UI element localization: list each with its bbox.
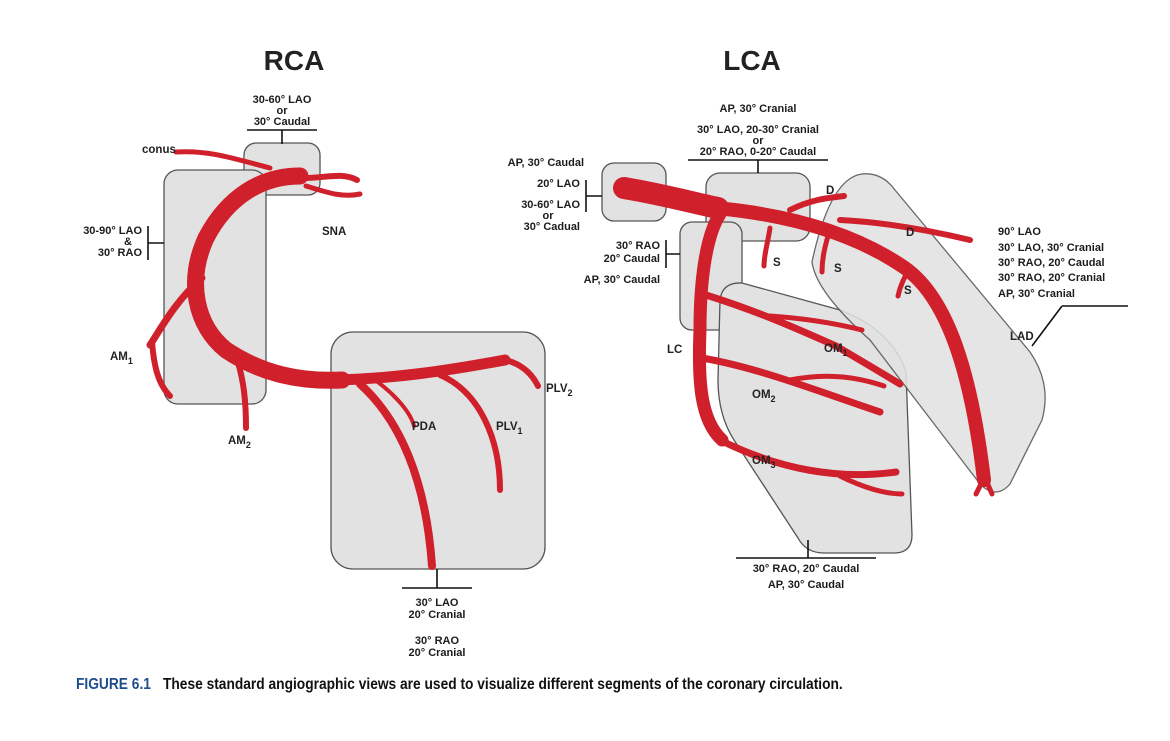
plv1-label: PLV1 <box>496 421 523 436</box>
om2-sub-branch <box>787 373 887 389</box>
lca-view-left-line1: AP, 30° Caudal <box>508 157 584 169</box>
rca-view-top: 30-60° LAO or 30° Caudal <box>247 94 317 144</box>
lca-view-right-line3: 30° RAO, 20° Caudal <box>998 257 1105 269</box>
pda-side-branch <box>370 376 416 428</box>
d2-branch <box>837 217 973 243</box>
figure-caption: FIGURE 6.1 These standard angiographic vi… <box>76 676 988 694</box>
am1-branch-tip <box>149 339 173 399</box>
om3-branch <box>716 436 900 479</box>
lc-label: LC <box>667 344 682 356</box>
rca-view-bottom-2-line2: 20° Cranial <box>409 647 466 659</box>
plv2-label: PLV2 <box>546 383 573 398</box>
om1-branch <box>702 291 904 388</box>
s3-branch <box>895 265 913 299</box>
rca-view-bottom-1-line2: 20° Cranial <box>409 609 466 621</box>
lca-view-right-line4: 30° RAO, 20° Cranial <box>998 272 1105 284</box>
conus-label: conus <box>142 144 176 156</box>
rca-view-left-line2: & <box>124 236 132 248</box>
lca-view-top: AP, 30° Cranial 30° LAO, 20-30° Cranial … <box>688 103 828 173</box>
lca-view-left-line4: or <box>543 210 555 222</box>
om3-label: OM3 <box>752 455 776 470</box>
s2-label: S <box>834 263 842 275</box>
om3-sub-branch <box>837 473 905 497</box>
figure-caption-text: These standard angiographic views are us… <box>162 676 843 693</box>
lca-view-mid-left: 30° RAO 20° Caudal AP, 30° Caudal <box>584 240 680 286</box>
lad-vessel <box>709 201 991 487</box>
pda-label: PDA <box>412 421 436 433</box>
om1-label: OM1 <box>824 343 848 358</box>
lca-view-mid-line3: AP, 30° Caudal <box>584 274 660 286</box>
lad-tip <box>973 475 995 497</box>
rca-view-top-line1: 30-60° LAO <box>253 94 312 106</box>
lca-view-right-line1: 90° LAO <box>998 226 1041 238</box>
lca-view-mid-line2: 20° Caudal <box>604 253 660 265</box>
lca-view-bottom: 30° RAO, 20° Caudal AP, 30° Caudal <box>736 540 876 591</box>
rca-vessel-tree <box>146 149 541 570</box>
lca-title: LCA <box>723 45 781 76</box>
am2-label: AM2 <box>228 435 251 450</box>
rca-distal-view-box <box>330 331 546 570</box>
lcx-vessel <box>692 207 729 447</box>
lca-view-right-line5: AP, 30° Cranial <box>998 288 1075 300</box>
rca-view-left: 30-90° LAO & 30° RAO <box>83 225 164 260</box>
d1-branch <box>787 193 847 213</box>
pda-branch <box>356 380 436 570</box>
s3-label: S <box>904 285 912 297</box>
rca-distal-trunk <box>334 354 511 386</box>
rca-title: RCA <box>264 45 325 76</box>
lca-view-top-line1: AP, 30° Cranial <box>720 103 797 115</box>
rca-view-bottom-1-line1: 30° LAO <box>416 597 459 609</box>
rca-view-bottom-2-line1: 30° RAO <box>415 635 460 647</box>
rca-proximal-view-box <box>163 169 267 405</box>
lca-view-left-line5: 30° Cadual <box>524 221 580 233</box>
om1-sub-branch <box>767 313 865 333</box>
s1-label: S <box>773 257 781 269</box>
rca-view-top-line2: or <box>277 105 289 117</box>
rca-proximal-trunk <box>187 167 351 389</box>
lca-vessel-tree <box>613 177 995 497</box>
conus-branch <box>173 149 273 171</box>
lca-view-right-line2: 30° LAO, 30° Cranial <box>998 242 1104 254</box>
rca-view-left-line1: 30-90° LAO <box>83 225 142 237</box>
lca-view-left: AP, 30° Caudal 20° LAO 30-60° LAO or 30°… <box>508 157 602 233</box>
rca-view-top-line3: 30° Caudal <box>254 116 310 128</box>
lca-view-top-line3: or <box>753 135 765 147</box>
lca-view-left-line3: 30-60° LAO <box>521 199 580 211</box>
lca-view-mid-line1: 30° RAO <box>616 240 661 252</box>
lca-view-left-line2: 20° LAO <box>537 178 580 190</box>
lca-view-top-line4: 20° RAO, 0-20° Caudal <box>700 146 816 158</box>
lad-label: LAD <box>1010 331 1034 343</box>
sna-branch-2 <box>303 183 363 198</box>
d1-label: D <box>826 185 834 197</box>
sna-branch <box>302 172 360 183</box>
om2-label: OM2 <box>752 389 776 404</box>
am1-label: AM1 <box>110 351 133 366</box>
lca-view-top-line2: 30° LAO, 20-30° Cranial <box>697 124 819 136</box>
s1-branch <box>761 225 773 269</box>
am2-branch <box>233 353 249 431</box>
rca-view-left-line3: 30° RAO <box>98 247 143 259</box>
s2-branch <box>819 233 831 275</box>
plv1-branch <box>437 372 503 493</box>
lca-view-bottom-line1: 30° RAO, 20° Caudal <box>753 563 860 575</box>
d2-label: D <box>906 227 914 239</box>
lca-view-right: 90° LAO 30° LAO, 30° Cranial 30° RAO, 20… <box>998 226 1128 347</box>
figure-number: FIGURE 6.1 <box>76 676 151 693</box>
sna-label: SNA <box>322 226 346 238</box>
rca-view-bottom: 30° LAO 20° Cranial 30° RAO 20° Cranial <box>402 569 472 659</box>
lca-view-bottom-line2: AP, 30° Caudal <box>768 579 844 591</box>
plv2-branch <box>502 357 541 389</box>
